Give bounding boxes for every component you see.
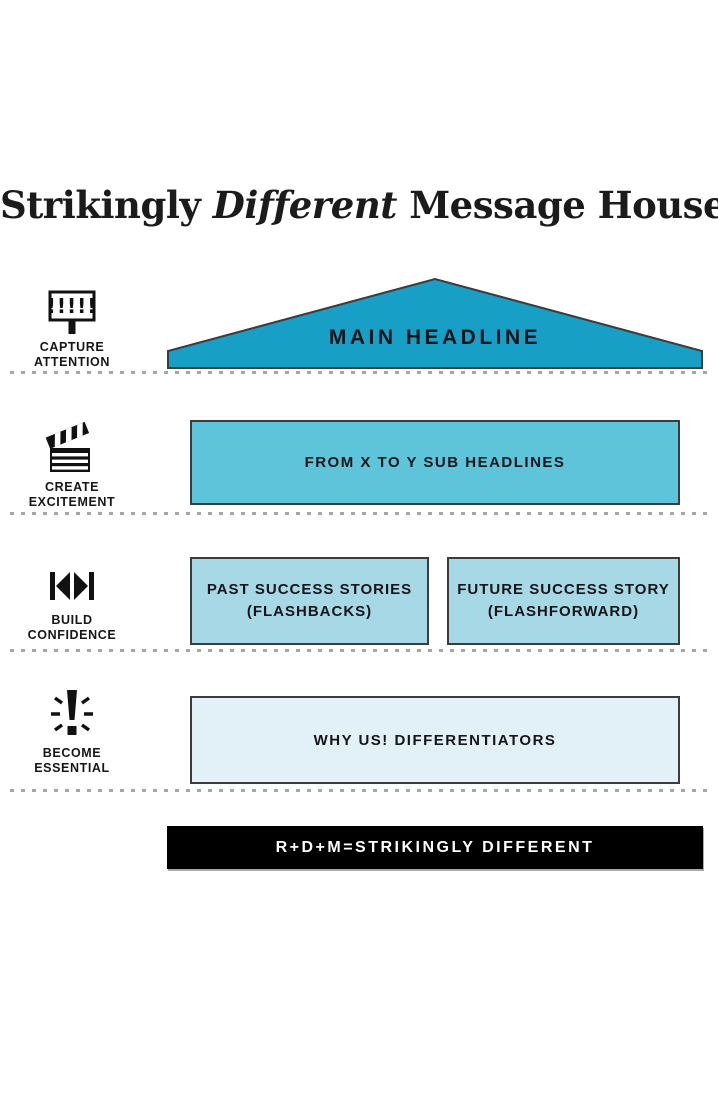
exclamation-icon xyxy=(51,690,93,735)
label-line: CAPTURE xyxy=(39,340,105,354)
skip-icon xyxy=(50,572,94,600)
past-success-line2: (FLASHBACKS) xyxy=(246,603,373,620)
billboard-icon: !!!!! xyxy=(48,290,96,334)
sub-headlines-box: FROM X TO Y SUB HEADLINES xyxy=(190,420,680,505)
footer-formula-text: R+D+M=STRIKINGLY DIFFERENT xyxy=(275,838,595,856)
page-title: Strikingly Different Message House xyxy=(0,183,718,227)
page-title-emphasis: Different xyxy=(212,183,398,227)
label-line: ESSENTIAL xyxy=(34,761,110,775)
billboard-glyph: !!!!! xyxy=(48,294,96,318)
past-success-box: PAST SUCCESS STORIES (FLASHBACKS) xyxy=(190,557,429,645)
sidebar-row-create-excitement: CREATE EXCITEMENT xyxy=(13,420,131,510)
label-line: CONFIDENCE xyxy=(27,628,117,642)
why-us-box: WHY US! DIFFERENTIATORS xyxy=(190,696,680,784)
main-headline: MAIN HEADLINE xyxy=(328,326,542,349)
label-line: CREATE xyxy=(44,480,100,494)
label-line: EXCITEMENT xyxy=(28,495,116,509)
page-title-post: Message House xyxy=(396,183,718,227)
label-line: BUILD xyxy=(51,613,93,627)
footer-formula-bar: R+D+M=STRIKINGLY DIFFERENT xyxy=(167,826,703,869)
sidebar-label-capture-attention: CAPTURE ATTENTION xyxy=(34,340,110,370)
future-success-line2: (FLASHFORWARD) xyxy=(487,603,640,620)
sidebar-label-become-essential: BECOME ESSENTIAL xyxy=(34,746,110,776)
sidebar-label-build-confidence: BUILD CONFIDENCE xyxy=(28,613,117,643)
roof-shape xyxy=(167,277,703,369)
label-line: ATTENTION xyxy=(34,355,110,369)
clapperboard-icon xyxy=(45,421,90,472)
sub-headlines-text: FROM X TO Y SUB HEADLINES xyxy=(304,454,566,471)
label-line: BECOME xyxy=(42,746,102,760)
sidebar-row-build-confidence: BUILD CONFIDENCE xyxy=(13,571,131,643)
why-us-text: WHY US! DIFFERENTIATORS xyxy=(313,731,557,749)
future-success-box: FUTURE SUCCESS STORY (FLASHFORWARD) xyxy=(447,557,680,645)
page-title-pre: Strikingly xyxy=(0,183,213,227)
future-success-line1: FUTURE SUCCESS STORY xyxy=(457,581,670,598)
sidebar-label-create-excitement: CREATE EXCITEMENT xyxy=(29,480,116,510)
sidebar-row-capture-attention: !!!!! CAPTURE ATTENTION xyxy=(13,290,131,370)
dotted-separator xyxy=(10,789,708,792)
past-success-line1: PAST SUCCESS STORIES xyxy=(206,581,413,598)
dotted-separator xyxy=(10,649,708,652)
dotted-separator xyxy=(10,371,708,374)
dotted-separator xyxy=(10,512,708,515)
sidebar-row-become-essential: BECOME ESSENTIAL xyxy=(13,686,131,776)
